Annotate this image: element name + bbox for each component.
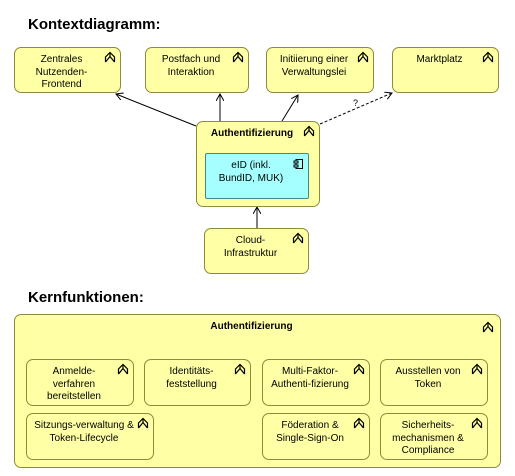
capability-icon	[357, 51, 369, 63]
function-token-label: Ausstellen von Token	[395, 366, 461, 390]
node-cloud[interactable]: Cloud-Infrastruktur	[204, 228, 309, 274]
node-frontend[interactable]: Zentrales Nutzenden-Frontend	[14, 47, 121, 93]
function-mfa[interactable]: Multi-Faktor-Authenti-fizierung	[262, 359, 370, 406]
node-marktplatz-label: Marktplatz	[416, 54, 463, 65]
capability-icon	[482, 51, 494, 63]
edge-auth-marktplatz	[319, 93, 392, 125]
function-sicherheit-label: Sicherheits-mechanismen & Compliance	[392, 420, 464, 456]
capability-icon	[303, 125, 315, 137]
capability-icon	[117, 363, 129, 375]
node-initiierung-label: Initiierung einer Verwaltungslei	[279, 54, 349, 78]
edge-auth-initiierung	[281, 95, 298, 122]
component-icon	[293, 159, 303, 169]
capability-icon	[471, 417, 483, 429]
function-foederation-label: Föderation & Single-Sign-On	[276, 420, 344, 444]
capability-icon	[104, 51, 116, 63]
node-eid[interactable]: eID (inkl. BundID, MUK)	[205, 153, 309, 199]
function-sitzungsverwaltung[interactable]: Sitzungs-verwaltung & Token-Lifecycle	[26, 413, 154, 460]
function-sitzungsverwaltung-label: Sitzungs-verwaltung & Token-Lifecycle	[34, 420, 134, 444]
edge-auth-frontend	[116, 94, 197, 127]
capability-icon	[234, 363, 246, 375]
node-cloud-label: Cloud-Infrastruktur	[223, 235, 278, 259]
node-marktplatz[interactable]: Marktplatz	[392, 47, 499, 93]
function-identitaetsfeststellung-label: Identitäts-feststellung	[166, 366, 217, 390]
function-mfa-label: Multi-Faktor-Authenti-fizierung	[271, 366, 349, 390]
node-frontend-label: Zentrales Nutzenden-Frontend	[35, 54, 88, 90]
function-anmeldeverfahren-label: Anmelde-verfahren bereitstellen	[47, 366, 101, 402]
context-heading: Kontextdiagramm:	[28, 16, 161, 33]
node-initiierung[interactable]: Initiierung einer Verwaltungslei	[266, 47, 374, 93]
capability-icon	[471, 363, 483, 375]
function-sicherheit[interactable]: Sicherheits-mechanismen & Compliance	[380, 413, 488, 460]
core-container-title: Authentifizierung	[210, 321, 293, 332]
function-token[interactable]: Ausstellen von Token	[380, 359, 488, 406]
node-postfach-label: Postfach und Interaktion	[161, 54, 221, 78]
capability-icon	[232, 51, 244, 63]
node-authentifizierung-label: Authentifizierung	[210, 128, 294, 139]
node-eid-label: eID (inkl. BundID, MUK)	[218, 160, 284, 184]
capability-icon	[482, 321, 494, 333]
node-postfach[interactable]: Postfach und Interaktion	[145, 47, 249, 93]
edge-label-question: ?	[353, 98, 359, 108]
capability-icon	[353, 363, 365, 375]
function-identitaetsfeststellung[interactable]: Identitäts-feststellung	[144, 359, 251, 406]
function-anmeldeverfahren[interactable]: Anmelde-verfahren bereitstellen	[26, 359, 134, 406]
function-foederation[interactable]: Föderation & Single-Sign-On	[262, 413, 370, 460]
capability-icon	[292, 232, 304, 244]
core-heading: Kernfunktionen:	[28, 289, 144, 306]
capability-icon	[137, 417, 149, 429]
capability-icon	[353, 417, 365, 429]
